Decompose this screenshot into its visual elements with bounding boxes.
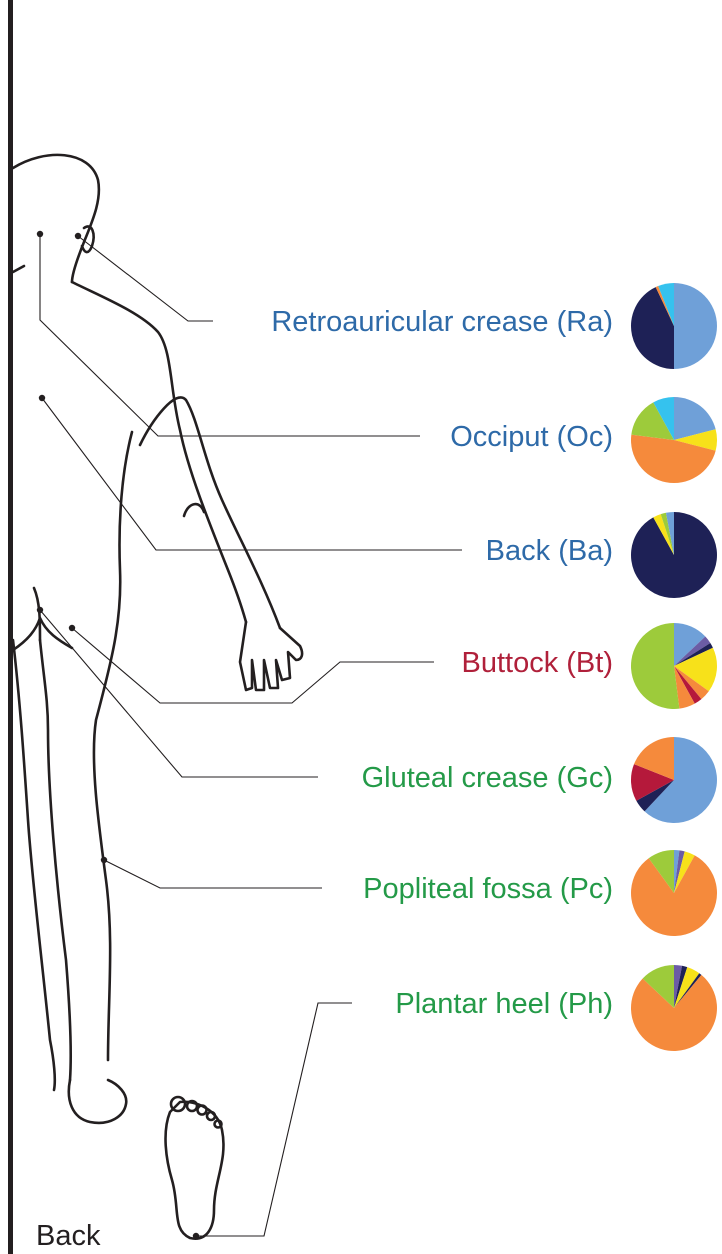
pie-pc [631,850,717,936]
view-label: Back [36,1220,101,1252]
dot-oc [37,231,43,237]
site-labels: Retroauricular crease (Ra) Occiput (Oc) … [271,306,613,1020]
arm-outer-outline [72,282,246,622]
label-occiput: Occiput (Oc) [450,421,613,453]
pie-ba [631,512,717,598]
gluteal-cleft [34,588,40,640]
toe-5 [215,1121,222,1128]
pie-charts [631,283,717,1051]
dot-ph [193,1233,199,1239]
leader-ba [42,398,462,550]
dot-ba [39,395,45,401]
buttock-outline [13,618,72,650]
label-buttock: Buttock (Bt) [462,647,614,679]
leader-pc [104,860,322,888]
neck-outline [13,266,24,272]
body-outline-back [13,155,302,1239]
dot-pc [101,857,107,863]
label-back: Back (Ba) [486,535,613,567]
pie-ra-slice-1 [674,283,717,369]
pie-ph [631,965,717,1051]
label-plantar-heel: Plantar heel (Ph) [395,988,613,1020]
pie-oc [631,397,717,483]
dot-bt [69,625,75,631]
leg-left-outer [13,640,55,1090]
leader-gc [40,610,318,777]
dot-ra [75,233,81,239]
pie-bt-slice-8 [631,623,679,709]
pie-gc [631,737,717,823]
site-dots [37,231,199,1239]
arm-inner-outline [140,397,280,628]
leader-lines [40,234,462,1236]
left-border-bar [8,0,13,1254]
pie-ra [631,283,717,369]
torso-right-outline [94,432,132,1060]
label-retroauricular-crease: Retroauricular crease (Ra) [271,306,613,338]
leader-ra [78,236,213,321]
head-outline [13,155,99,282]
leg-left-inner [40,640,71,1080]
dot-gc [37,607,43,613]
pie-bt [631,623,717,709]
elbow-crease [184,504,204,516]
hand-outline [240,622,302,690]
toe-4 [207,1112,215,1120]
label-gluteal-crease: Gluteal crease (Gc) [362,762,613,794]
heel-outline [69,1080,126,1123]
label-popliteal-fossa: Popliteal fossa (Pc) [363,873,613,905]
toes [171,1097,222,1128]
